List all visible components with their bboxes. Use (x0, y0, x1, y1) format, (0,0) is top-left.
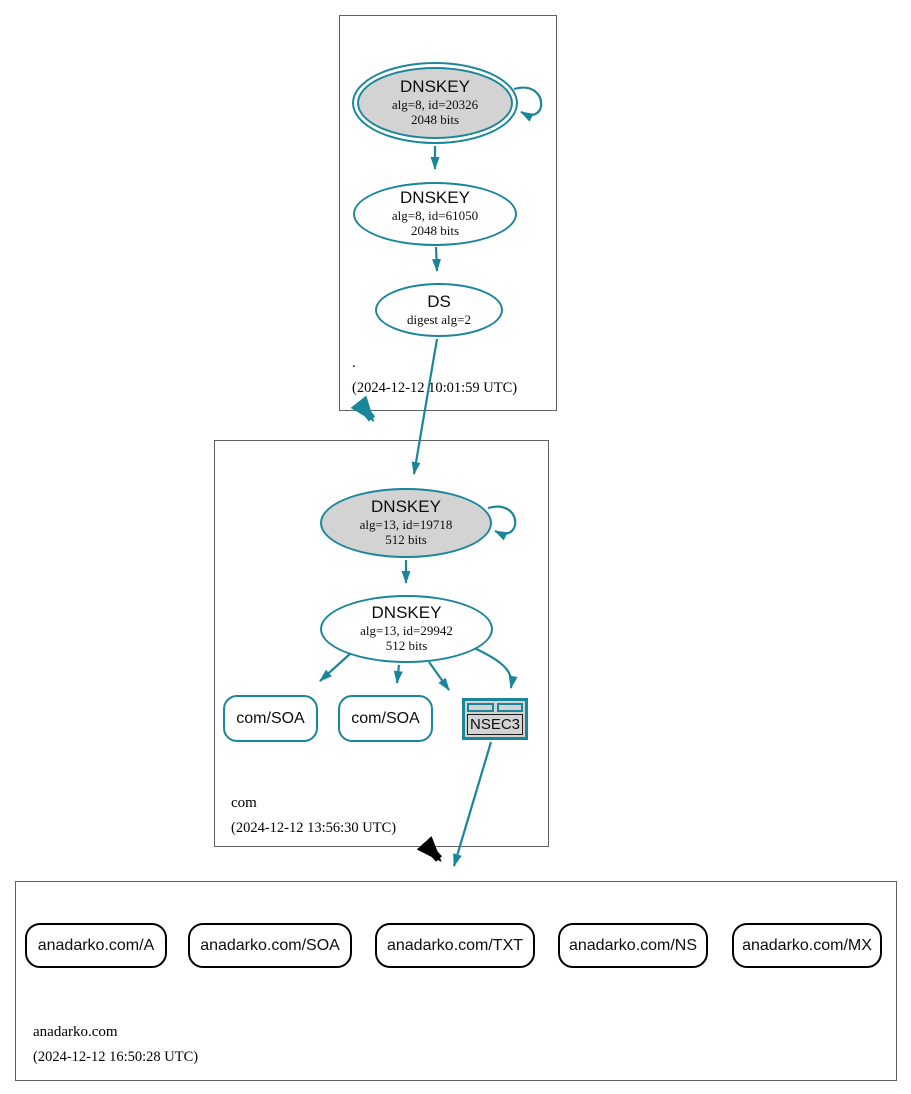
edge-delegation-com-to-anadarko (416, 836, 442, 862)
node-root-ksk-title: DNSKEY (400, 77, 470, 97)
node-root-ds-title: DS (427, 291, 451, 311)
node-root-ksk[interactable]: DNSKEY alg=8, id=20326 2048 bits (352, 62, 518, 144)
node-com-nsec3[interactable]: NSEC3 (462, 698, 528, 740)
zone-box-anadarko (15, 881, 897, 1081)
node-com-soa-1[interactable]: com/SOA (223, 695, 318, 742)
node-root-ksk-inner: DNSKEY alg=8, id=20326 2048 bits (357, 67, 513, 139)
zone-timestamp-com: (2024-12-12 13:56:30 UTC) (231, 820, 397, 836)
node-root-zsk-title: DNSKEY (400, 188, 470, 208)
node-root-zsk[interactable]: DNSKEY alg=8, id=61050 2048 bits (353, 182, 517, 246)
node-com-zsk-bits: 512 bits (385, 638, 428, 654)
node-anadarko-soa-label: anadarko.com/SOA (200, 936, 340, 954)
node-anadarko-mx-label: anadarko.com/MX (742, 936, 872, 954)
node-root-ds[interactable]: DS digest alg=2 (375, 283, 503, 337)
node-root-ksk-alg: alg=8, id=20326 (391, 97, 479, 113)
node-com-soa-2-label: com/SOA (351, 709, 420, 727)
node-com-zsk[interactable]: DNSKEY alg=13, id=29942 512 bits (320, 595, 493, 663)
node-anadarko-ns-label: anadarko.com/NS (568, 936, 698, 954)
zone-timestamp-anadarko: (2024-12-12 16:50:28 UTC) (33, 1049, 199, 1065)
node-com-ksk[interactable]: DNSKEY alg=13, id=19718 512 bits (320, 488, 492, 558)
zone-timestamp-root: (2024-12-12 10:01:59 UTC) (352, 380, 518, 396)
zone-box-com (214, 440, 549, 847)
node-com-ksk-alg: alg=13, id=19718 (359, 517, 453, 533)
nsec3-header-row (467, 703, 523, 712)
zone-label-anadarko: anadarko.com (33, 1024, 118, 1040)
nsec3-label: NSEC3 (467, 714, 523, 735)
node-root-ds-digest: digest alg=2 (406, 311, 472, 327)
node-com-zsk-title: DNSKEY (371, 603, 442, 623)
node-anadarko-mx[interactable]: anadarko.com/MX (732, 923, 882, 968)
node-root-zsk-alg: alg=8, id=61050 (391, 208, 479, 224)
node-com-soa-1-label: com/SOA (236, 709, 305, 727)
node-anadarko-soa[interactable]: anadarko.com/SOA (188, 923, 352, 968)
zone-label-com: com (231, 795, 257, 811)
node-anadarko-ns[interactable]: anadarko.com/NS (558, 923, 708, 968)
node-com-ksk-bits: 512 bits (385, 532, 427, 548)
node-anadarko-txt-label: anadarko.com/TXT (386, 936, 524, 954)
zone-box-root (339, 15, 557, 411)
node-com-zsk-alg: alg=13, id=29942 (360, 623, 453, 639)
node-root-zsk-bits: 2048 bits (410, 223, 460, 239)
nsec3-cell-right (496, 703, 523, 712)
node-root-ksk-bits: 2048 bits (410, 112, 460, 128)
node-com-soa-2[interactable]: com/SOA (338, 695, 433, 742)
node-anadarko-txt[interactable]: anadarko.com/TXT (375, 923, 535, 968)
nsec3-cell-left (467, 703, 494, 712)
node-com-ksk-title: DNSKEY (371, 497, 441, 517)
node-anadarko-a[interactable]: anadarko.com/A (25, 923, 167, 968)
zone-label-root: . (352, 355, 356, 371)
node-anadarko-a-label: anadarko.com/A (37, 936, 155, 954)
